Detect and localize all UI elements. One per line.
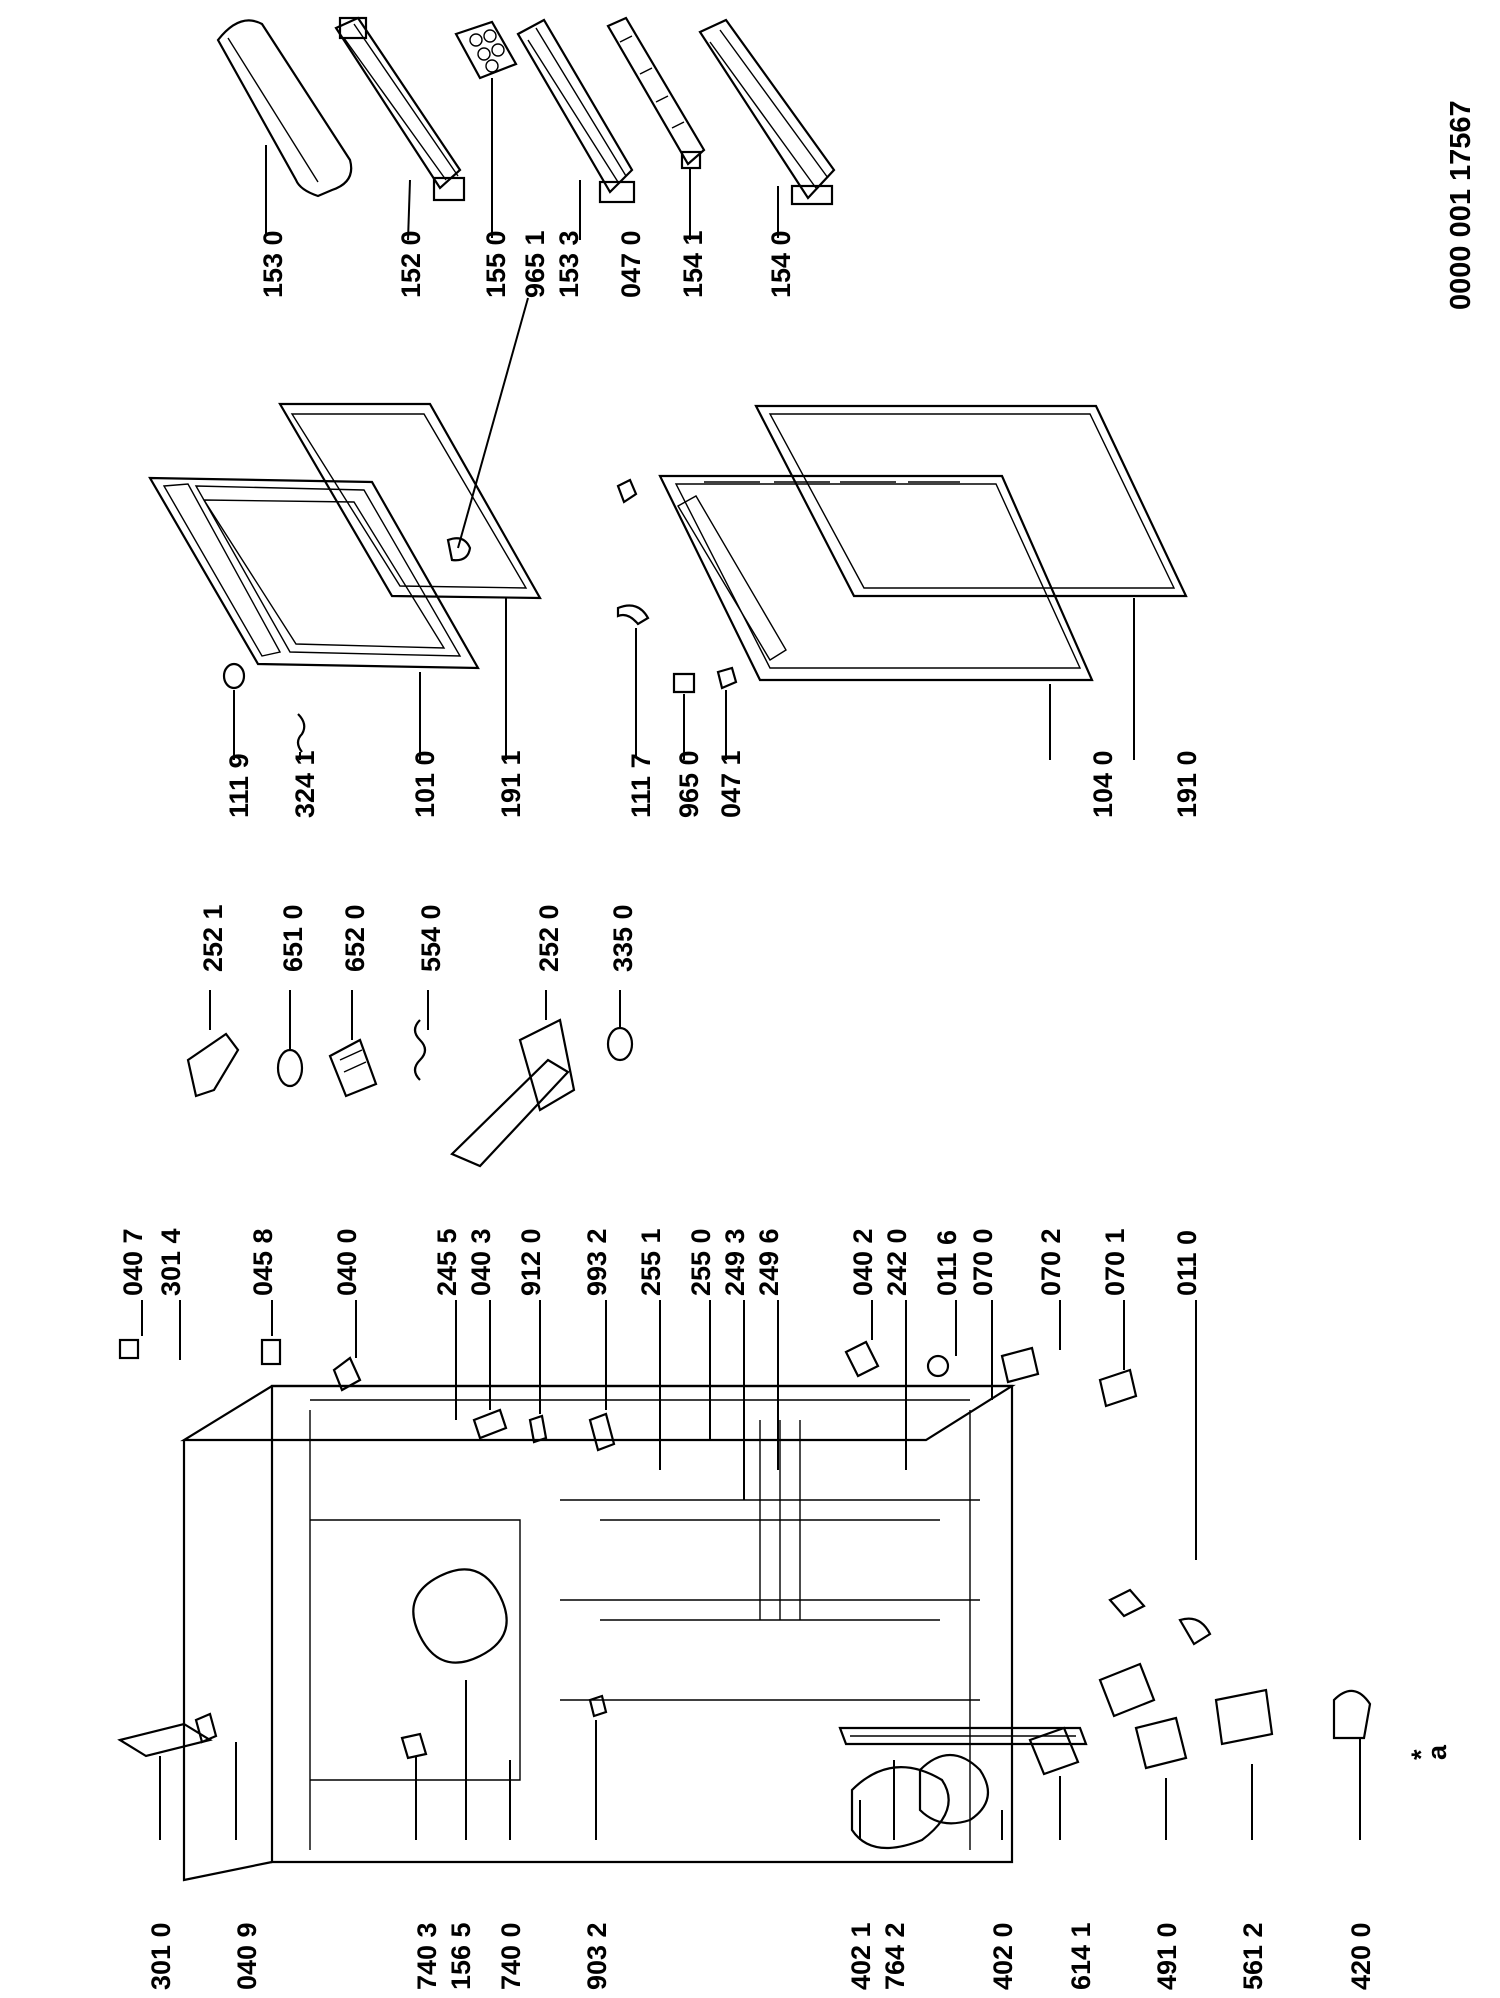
callout-047-1: 047 1: [716, 750, 746, 818]
part-1550-egg-tray: 155 0: [454, 20, 518, 298]
callout-554-0: 554 0: [416, 904, 446, 972]
callout-740-0: 740 0: [496, 1922, 526, 1990]
callout-324-1: 324 1: [290, 750, 320, 818]
callout-153-3: 153 3: [554, 230, 584, 298]
callout-764-2: 764 2: [880, 1922, 910, 1990]
callout-154-1: 154 1: [678, 230, 708, 298]
part-9650-foot: 965 0: [672, 672, 704, 818]
part-1910-fridge-gasket: 191 0: [754, 404, 1202, 818]
callout-301-4: 301 4: [156, 1228, 186, 1296]
part-3241-spring: 324 1: [290, 713, 320, 818]
callout-249-6: 249 6: [754, 1228, 784, 1296]
callout-740-3: 740 3: [412, 1922, 442, 1990]
bottom-small-parts-group: [159, 1680, 1372, 1840]
document-number: 0000 001 17567: [1445, 100, 1477, 310]
callout-153-0: 153 0: [258, 230, 288, 298]
callout-040-2: 040 2: [848, 1228, 878, 1296]
control-parts-group: 252 1 651 0 652 0 554 0 252 0 335 0: [186, 904, 638, 1168]
callout-070-2: 070 2: [1036, 1228, 1066, 1296]
part-1911-freezer-gasket: 191 1: [278, 402, 542, 818]
callout-154-0: 154 0: [766, 230, 796, 298]
part-6520-switch: 652 0: [328, 904, 378, 1098]
cabinet-group: [180, 1384, 1016, 1882]
callout-111-7: 111 7: [626, 753, 656, 818]
part-1533-door-shelf: 965 1 153 3: [516, 18, 636, 298]
callout-155-0: 155 0: [481, 230, 511, 298]
part-0471-hinge: 047 1: [716, 666, 746, 818]
callout-070-0: 070 0: [968, 1228, 998, 1296]
callout-242-0: 242 0: [882, 1228, 912, 1296]
callout-191-0: 191 0: [1172, 750, 1202, 818]
callout-040-3: 040 3: [466, 1228, 496, 1296]
callout-965-1: 965 1: [520, 230, 550, 298]
callout-652-0: 652 0: [340, 904, 370, 972]
callout-402-1: 402 1: [846, 1922, 876, 1990]
callout-255-0: 255 0: [686, 1228, 716, 1296]
part-1119-plug: 111 9: [222, 662, 254, 818]
part-1117-handle-cap: 111 7: [616, 604, 656, 818]
callout-912-0: 912 0: [516, 1228, 546, 1296]
callout-491-0: 491 0: [1152, 1922, 1182, 1990]
part-1040-fridge-door: 104 0: [658, 474, 1118, 818]
callout-011-6: 011 6: [932, 1230, 962, 1296]
footnote-mark-a: a: [1422, 1744, 1452, 1760]
door-accessories-group: 153 0 152 0 155 0 965 1 153 3: [216, 16, 836, 298]
callout-993-2: 993 2: [582, 1228, 612, 1296]
callout-011-0: 011 0: [1172, 1230, 1202, 1296]
part-1520-door-shelf: 152 0: [334, 16, 466, 298]
part-1530-shelf-cover: 153 0: [216, 19, 353, 298]
bottom-callouts-group: 301 0 040 9 740 3 156 5 740 0 903 2 402 …: [146, 1744, 1452, 1990]
part-1010-freezer-door: 101 0: [148, 476, 480, 818]
footnote-mark-star: *: [1406, 1749, 1436, 1760]
callout-335-0: 335 0: [608, 904, 638, 972]
callout-252-0: 252 0: [534, 904, 564, 972]
callout-402-0: 402 0: [988, 1922, 1018, 1990]
callout-301-0: 301 0: [146, 1922, 176, 1990]
part-3350-knob: 335 0: [606, 904, 638, 1062]
part-1541-bottle-rail: 047 0 154 1: [606, 16, 708, 298]
callout-420-0: 420 0: [1346, 1922, 1376, 1990]
callout-252-1: 252 1: [198, 904, 228, 972]
callout-903-2: 903 2: [582, 1922, 612, 1990]
left-callouts-group: 040 7 301 4 045 8 040 0 245 5 040 3 912 …: [118, 1228, 1202, 1296]
compressor-group: [117, 1588, 1212, 1850]
callout-152-0: 152 0: [396, 230, 426, 298]
part-0470-hinge-pin: [616, 478, 638, 504]
callout-561-2: 561 2: [1238, 1922, 1268, 1990]
callout-651-0: 651 0: [278, 904, 308, 972]
cabinet-small-parts-group: [118, 1300, 1197, 1560]
callout-104-0: 104 0: [1088, 750, 1118, 818]
part-2521-lamp-cover: 252 1: [186, 904, 240, 1098]
callout-111-9: 111 9: [224, 753, 254, 818]
callout-040-7: 040 7: [118, 1228, 148, 1296]
callout-965-0: 965 0: [674, 750, 704, 818]
callout-614-1: 614 1: [1066, 1922, 1096, 1990]
callout-101-0: 101 0: [410, 750, 440, 818]
callout-249-3: 249 3: [720, 1228, 750, 1296]
callout-191-1: 191 1: [496, 750, 526, 818]
part-5540-thermostat-spring: 554 0: [413, 904, 446, 1081]
callout-255-1: 255 1: [636, 1228, 666, 1296]
part-2520-thermostat-housing: 252 0: [450, 904, 576, 1168]
callout-040-9: 040 9: [232, 1922, 262, 1990]
doors-group: 101 0 191 1 111 9 324 1: [148, 297, 1202, 818]
part-6510-bulb: 651 0: [276, 904, 308, 1088]
part-1540-bottle-shelf: 154 0: [698, 18, 836, 298]
callout-245-5: 245 5: [432, 1228, 462, 1296]
callout-040-0: 040 0: [332, 1228, 362, 1296]
callout-047-0: 047 0: [616, 230, 646, 298]
callout-070-1: 070 1: [1100, 1228, 1130, 1296]
callout-045-8: 045 8: [248, 1228, 278, 1296]
callout-156-5: 156 5: [446, 1922, 476, 1990]
